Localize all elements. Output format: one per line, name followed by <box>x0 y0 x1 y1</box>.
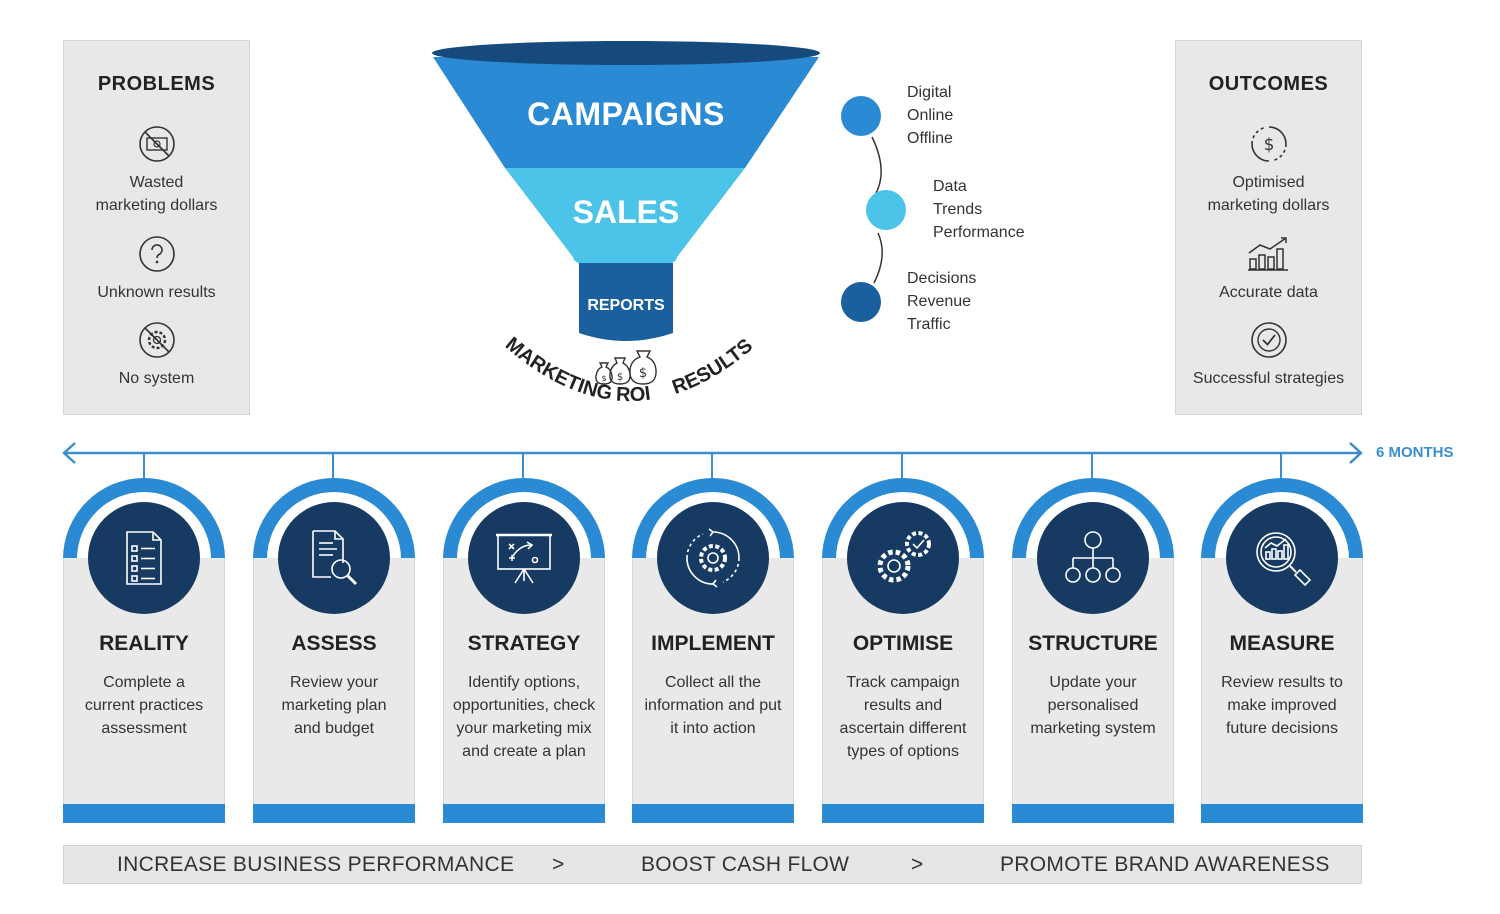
step-description: Collect all the information and put it i… <box>644 674 782 737</box>
svg-text:$: $ <box>601 374 606 383</box>
step-card-optimise: OPTIMISE Track campaign results and asce… <box>822 478 984 823</box>
step-title: OPTIMISE <box>852 632 954 655</box>
crossed-money-icon <box>138 126 175 162</box>
gears-check-icon <box>877 531 931 583</box>
checklist-icon <box>126 531 162 585</box>
legend-text-1: Digital Online Offline <box>907 84 954 147</box>
svg-text:$: $ <box>617 372 623 383</box>
step-card-structure: STRUCTURE Update your personalised marke… <box>1012 478 1174 823</box>
funnel-graphic <box>432 41 820 341</box>
step-description: Review your marketing plan and budget <box>281 674 387 737</box>
problem-label: Wasted marketing dollars <box>95 174 218 214</box>
step-title: IMPLEMENT <box>651 632 775 655</box>
problems-title: PROBLEMS <box>97 73 216 95</box>
legend-text-3: Decisions Revenue Traffic <box>907 270 977 333</box>
benefit-separator: > <box>911 853 924 876</box>
money-bags-icon: $ $ $ <box>595 350 657 385</box>
legend-text-2: Data Trends Performance <box>933 178 1025 241</box>
outcome-item-successful: Successful strategies <box>1176 321 1361 390</box>
benefit-promote-brand: PROMOTE BRAND AWARENESS <box>1000 853 1330 876</box>
hierarchy-icon <box>1065 531 1121 583</box>
funnel-bottom-section <box>579 263 673 341</box>
dollar-cycle-icon: $ <box>1250 126 1287 162</box>
legend-dot-campaigns <box>841 96 881 136</box>
outcome-label: Successful strategies <box>1192 370 1345 387</box>
problem-item-nosystem: No system <box>64 321 249 390</box>
check-circle-icon <box>1250 322 1287 358</box>
step-title: ASSESS <box>291 632 377 655</box>
funnel-top-section <box>433 57 819 168</box>
step-description: Complete a current practices assessment <box>84 674 204 737</box>
strategy-board-icon <box>496 533 552 584</box>
svg-text:RESULTS: RESULTS <box>669 335 757 399</box>
svg-text:$: $ <box>1263 135 1274 155</box>
problems-panel: PROBLEMS Wasted marketing dollars Unknow… <box>63 40 250 415</box>
funnel-middle-section <box>505 168 745 257</box>
step-description: Identify options, opportunities, check y… <box>452 674 596 760</box>
problem-item-wasted: Wasted marketing dollars <box>64 125 249 217</box>
step-title: MEASURE <box>1229 632 1335 655</box>
analytics-search-icon <box>1256 532 1312 587</box>
outcome-item-accurate: Accurate data <box>1176 235 1361 304</box>
svg-text:$: $ <box>639 366 647 381</box>
timeline-arrow <box>62 442 1363 478</box>
step-card-implement: IMPLEMENT Collect all the information an… <box>632 478 794 823</box>
step-description: Track campaign results and ascertain dif… <box>839 674 967 760</box>
funnel-rim <box>432 41 820 65</box>
svg-text:ROI: ROI <box>615 383 651 407</box>
outcome-label: Optimised marketing dollars <box>1207 174 1330 214</box>
outcomes-title: OUTCOMES <box>1208 73 1329 95</box>
step-card-strategy: STRATEGY Identify options, opportunities… <box>443 478 605 823</box>
legend-dot-reports <box>841 282 881 322</box>
arc-text-middle: ROI <box>615 383 651 407</box>
timeline-months-label: 6 MONTHS <box>1376 444 1454 461</box>
outcome-item-optimised: $ Optimised marketing dollars <box>1176 125 1361 217</box>
crossed-gear-icon <box>138 322 175 358</box>
step-title: STRUCTURE <box>1028 632 1158 655</box>
funnel-campaigns-label: CAMPAIGNS <box>527 96 725 132</box>
outcomes-panel: OUTCOMES $ Optimised marketing dollars A… <box>1175 40 1362 415</box>
gear-cycle-icon <box>686 528 740 588</box>
step-title: REALITY <box>99 632 189 655</box>
benefit-increase-performance: INCREASE BUSINESS PERFORMANCE <box>117 853 515 876</box>
benefit-separator: > <box>552 853 565 876</box>
document-search-icon <box>312 530 358 586</box>
problem-label: No system <box>118 370 195 387</box>
step-title: STRATEGY <box>467 632 581 655</box>
problem-label: Unknown results <box>97 284 216 301</box>
benefit-boost-cash-flow: BOOST CASH FLOW <box>641 853 850 876</box>
step-description: Review results to make improved future d… <box>1221 674 1343 737</box>
funnel-sales-label: SALES <box>572 194 680 230</box>
question-icon <box>138 236 175 272</box>
arc-text-right: RESULTS <box>669 335 757 399</box>
funnel-reports-label: REPORTS <box>587 297 665 314</box>
legend-dot-sales <box>866 190 906 230</box>
stage-legend-connector <box>841 96 906 322</box>
step-card-assess: ASSESS Review your marketing plan and bu… <box>253 478 415 823</box>
problem-item-unknown: Unknown results <box>64 235 249 304</box>
step-description: Update your personalised marketing syste… <box>1030 674 1156 737</box>
marketing-roi-results-arc: MARKETING ROI RESULTS <box>501 333 757 407</box>
benefits-bar: INCREASE BUSINESS PERFORMANCE > BOOST CA… <box>63 845 1362 884</box>
step-card-reality: REALITY Complete a current practices ass… <box>63 478 225 823</box>
step-card-measure: MEASURE Review results to make improved … <box>1201 478 1363 823</box>
outcome-label: Accurate data <box>1219 284 1318 301</box>
growth-chart-icon <box>1247 237 1288 271</box>
